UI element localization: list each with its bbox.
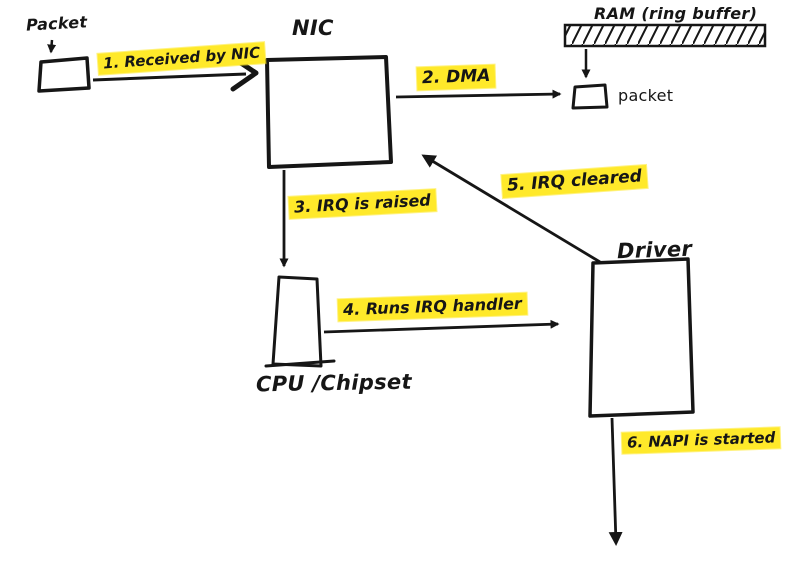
- arrow-step6-napi: [608, 417, 623, 546]
- nic-node-label: NIC: [292, 16, 334, 40]
- ram-packet-label: packet: [618, 86, 674, 105]
- arrow-step2-nic-to-ram: [395, 89, 562, 99]
- arrow-step5-driver-to-nic: [421, 154, 601, 264]
- driver-box: [588, 257, 695, 418]
- driver-node-label: Driver: [616, 236, 693, 264]
- cpu-node-label: CPU /Chipset: [255, 369, 413, 397]
- nic-box: [265, 55, 393, 169]
- cpu-base-line: [264, 359, 336, 368]
- step2-label: 2. DMA: [416, 64, 496, 91]
- packet-box: [37, 56, 91, 93]
- arrow-step4-cpu-to-driver: [323, 319, 560, 334]
- arrow-step1-packet-to-nic: [92, 72, 247, 82]
- ram-ring-buffer: [563, 23, 767, 48]
- packet-pointer-arrow: [47, 39, 57, 54]
- ram-packet-box: [571, 83, 609, 110]
- cpu-box: [271, 275, 323, 368]
- packet-node-label: Packet: [25, 12, 88, 35]
- ram-node-label: RAM (ring buffer): [594, 4, 758, 23]
